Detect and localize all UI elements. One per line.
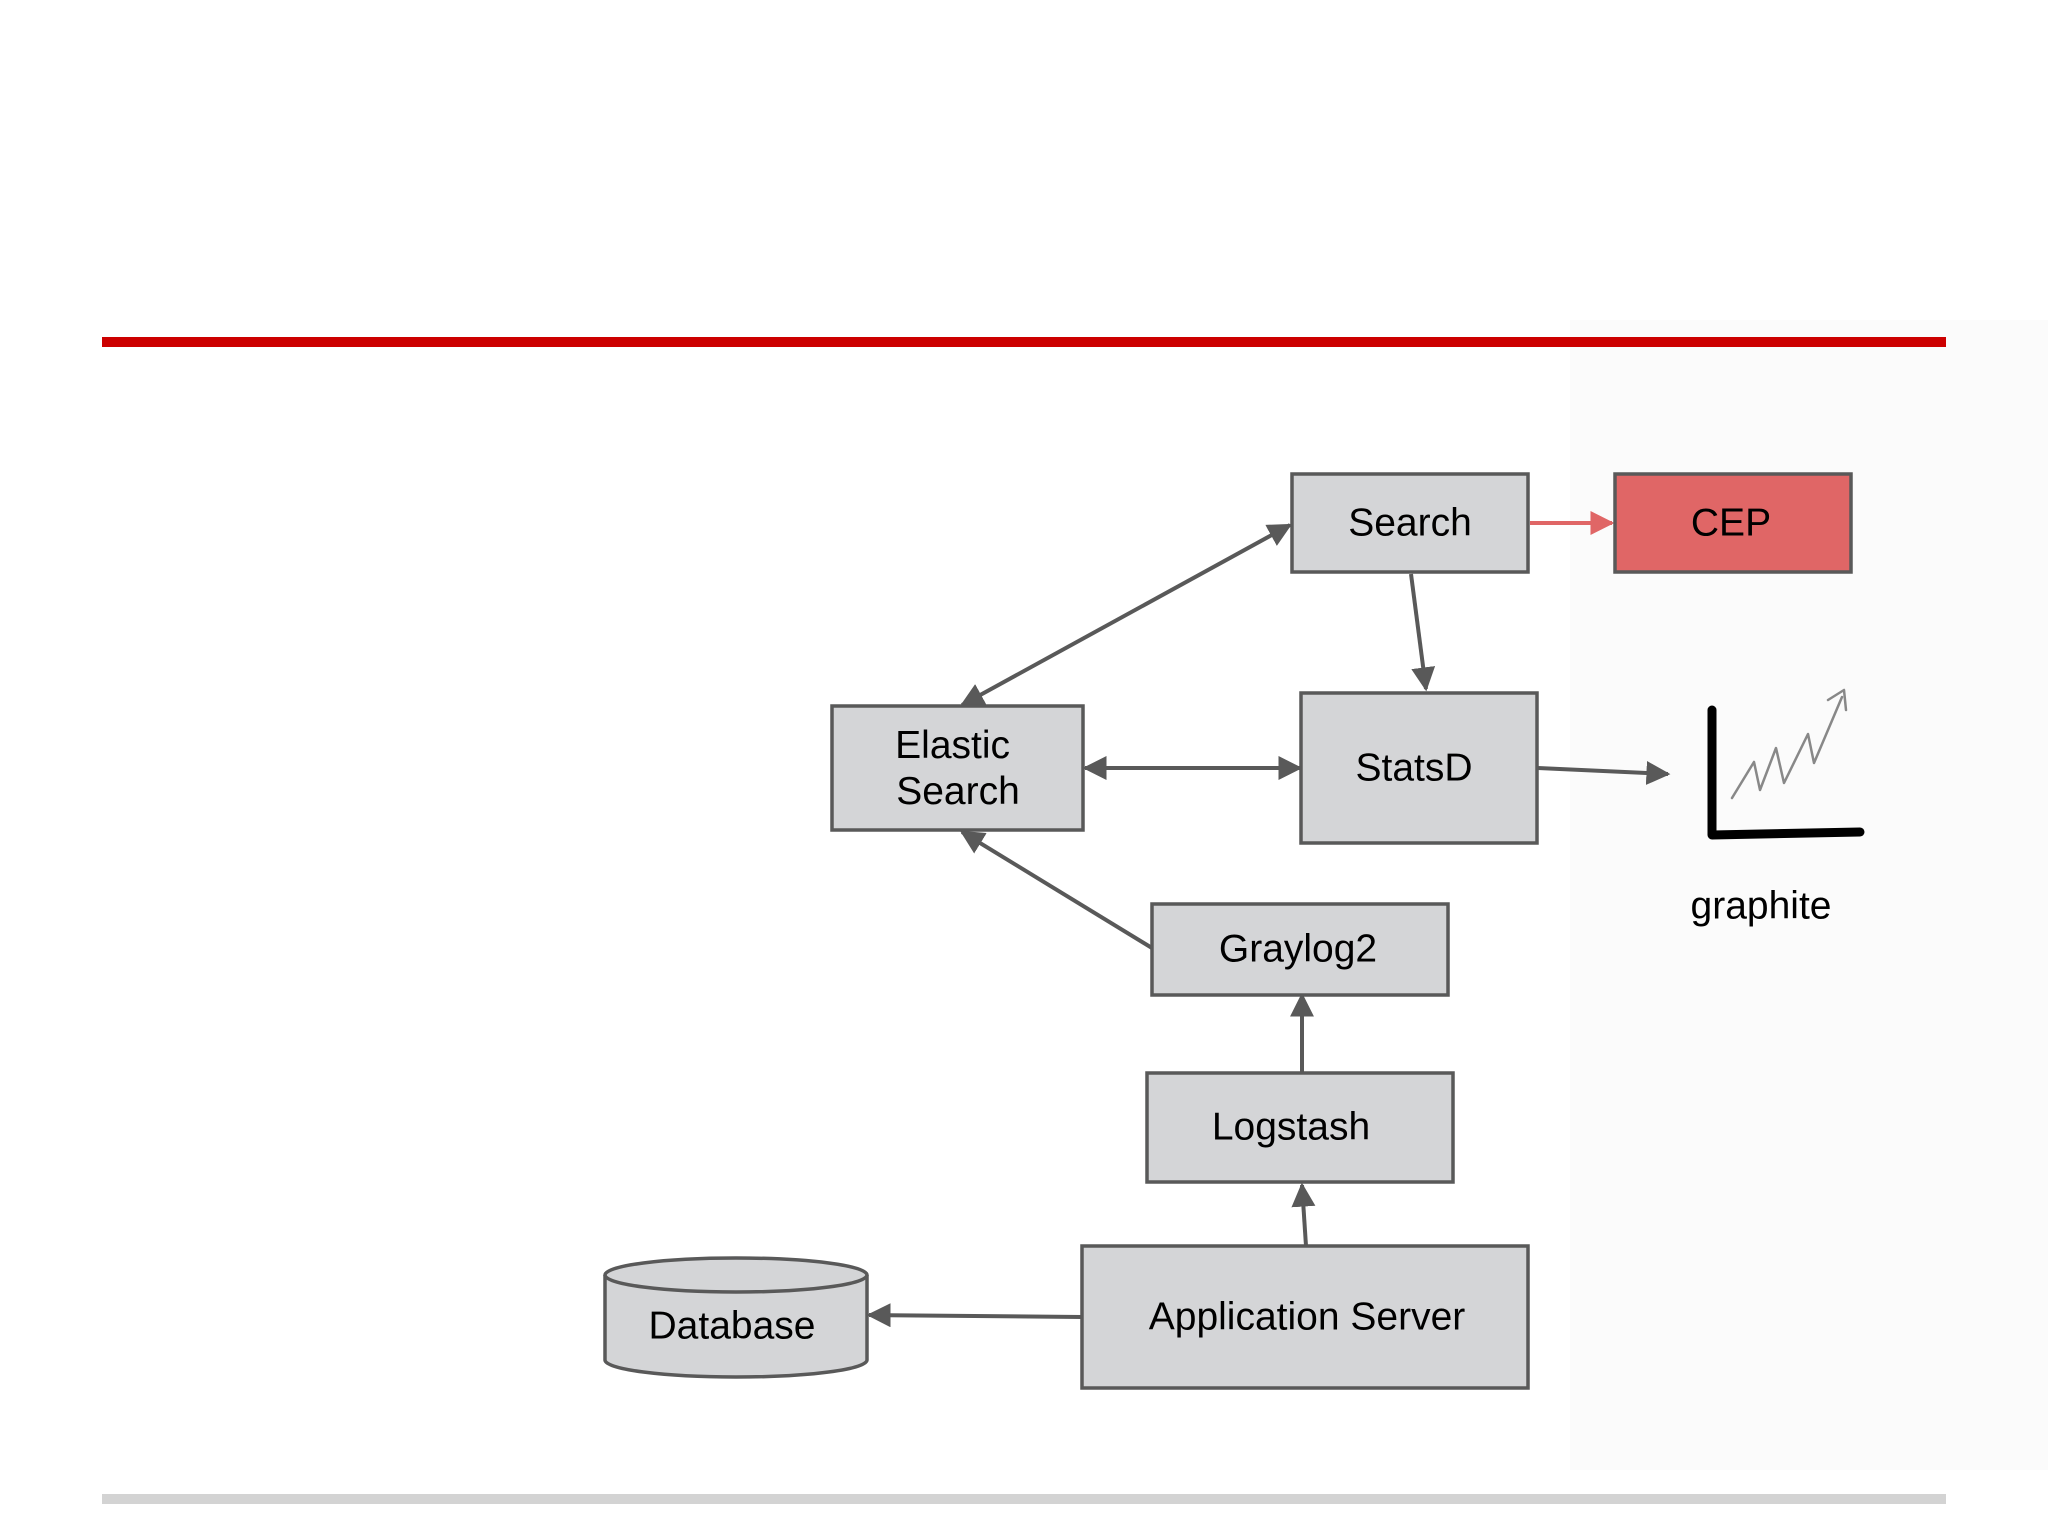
node-database-label: Database [649, 1305, 816, 1348]
footer-rule [102, 1494, 1946, 1504]
node-application-server-label: Application Server [1149, 1296, 1466, 1339]
node-search-label: Search [1348, 502, 1472, 545]
node-elastic-search: Elastic Search [830, 704, 1085, 832]
edge-search-elasticsearch [959, 523, 1293, 707]
edge-search-to-statsd [1409, 573, 1436, 692]
node-statsd: StatsD [1299, 691, 1539, 845]
node-elastic-search-label-line1: Elastic [895, 724, 1010, 767]
line-chart-trend-up-icon [1707, 688, 1865, 840]
title-rule [102, 337, 1946, 347]
node-search: Search [1290, 472, 1530, 574]
edge-appserver-to-logstash [1291, 1182, 1316, 1247]
node-elastic-search-label-line2: Search [896, 770, 1020, 813]
node-application-server: Application Server [1080, 1244, 1530, 1390]
node-elastic-search-label: Elastic Search [895, 724, 1021, 813]
edge-graylog2-to-elasticsearch [959, 830, 1154, 950]
node-logstash: Logstash [1145, 1071, 1455, 1184]
node-graylog2: Graylog2 [1150, 902, 1450, 997]
node-statsd-label: StatsD [1355, 747, 1472, 790]
node-logstash-label: Logstash [1212, 1106, 1370, 1149]
graphite-label: graphite [1691, 885, 1832, 928]
node-cep-label: CEP [1691, 502, 1771, 545]
edge-appserver-to-database [866, 1303, 1083, 1328]
node-database: Database [603, 1256, 869, 1379]
node-cep: CEP [1613, 472, 1853, 574]
edge-statsd-to-graphite [1537, 761, 1671, 785]
node-graylog2-label: Graylog2 [1219, 928, 1377, 971]
